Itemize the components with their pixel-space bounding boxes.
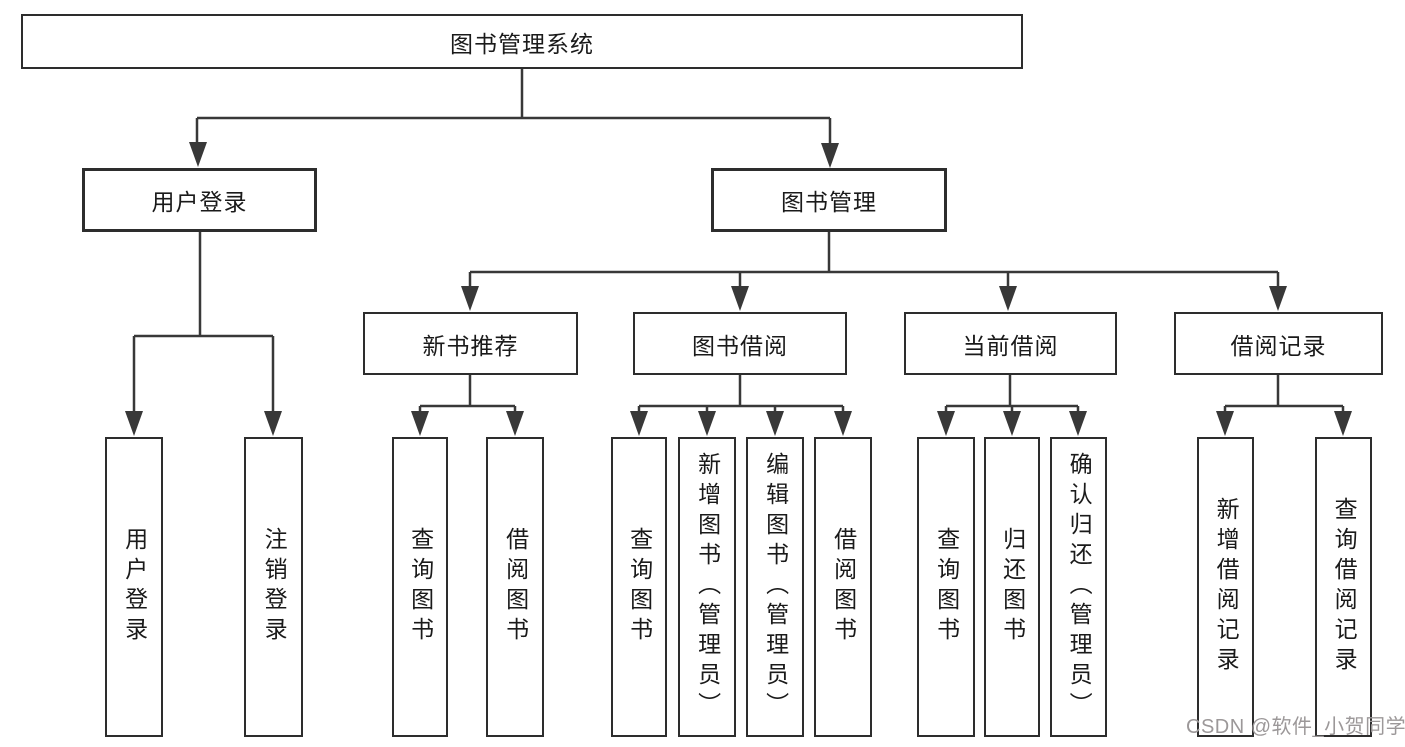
- leaf-current-query-books-label: 查询图书: [933, 527, 960, 647]
- leaf-newbook-borrow-books: 借阅图书: [486, 437, 544, 737]
- node-root-label: 图书管理系统: [450, 30, 594, 57]
- node-borrow-records-label: 借阅记录: [1230, 332, 1327, 359]
- leaf-records-query-record: 查询借阅记录: [1315, 437, 1372, 737]
- node-user-login-label: 用户登录: [151, 189, 248, 215]
- leaf-records-query-record-label: 查询借阅记录: [1331, 497, 1358, 677]
- leaf-current-confirm-return-label: 确认归还（管理员）: [1066, 452, 1093, 722]
- leaf-newbook-query-books: 查询图书: [392, 437, 448, 737]
- leaf-records-add-record-label: 新增借阅记录: [1213, 497, 1240, 677]
- leaf-user-login-label: 用户登录: [121, 527, 148, 647]
- leaf-borrow-add-books-label: 新增图书（管理员）: [694, 452, 721, 722]
- connector-borrow-records-children: [1223, 375, 1345, 421]
- leaf-borrow-borrow-books-label: 借阅图书: [830, 527, 857, 647]
- node-book-mgmt: 图书管理: [711, 168, 947, 232]
- connector-new-book-rec-children: [418, 375, 517, 421]
- node-root: 图书管理系统: [21, 14, 1023, 69]
- node-book-borrow: 图书借阅: [633, 312, 847, 375]
- leaf-borrow-borrow-books: 借阅图书: [814, 437, 872, 737]
- leaf-newbook-query-books-label: 查询图书: [407, 527, 434, 647]
- leaf-current-query-books: 查询图书: [917, 437, 975, 737]
- leaf-user-login: 用户登录: [105, 437, 163, 737]
- connector-user-login-children: [132, 232, 275, 420]
- csdn-watermark: CSDN @软件_小贺同学: [1186, 716, 1405, 738]
- leaf-current-return-books: 归还图书: [984, 437, 1040, 737]
- leaf-logout-label: 注销登录: [261, 527, 288, 647]
- leaf-current-confirm-return: 确认归还（管理员）: [1050, 437, 1107, 737]
- leaf-borrow-query-books-label: 查询图书: [626, 527, 653, 647]
- leaf-borrow-edit-books-label: 编辑图书（管理员）: [762, 452, 789, 722]
- leaf-newbook-borrow-books-label: 借阅图书: [502, 527, 529, 647]
- leaf-borrow-add-books: 新增图书（管理员）: [678, 437, 736, 737]
- node-user-login: 用户登录: [82, 168, 317, 232]
- node-new-book-rec: 新书推荐: [363, 312, 578, 375]
- node-borrow-records: 借阅记录: [1174, 312, 1383, 375]
- leaf-records-add-record: 新增借阅记录: [1197, 437, 1254, 737]
- leaf-logout: 注销登录: [244, 437, 303, 737]
- connector-book-borrow-children: [637, 375, 845, 421]
- node-current-borrow-label: 当前借阅: [962, 332, 1059, 359]
- connector-root-to-level2: [195, 69, 832, 150]
- leaf-current-return-books-label: 归还图书: [999, 527, 1026, 647]
- arrowheads: [125, 142, 1352, 436]
- node-book-borrow-label: 图书借阅: [692, 332, 788, 359]
- node-new-book-rec-label: 新书推荐: [422, 332, 519, 359]
- leaf-borrow-query-books: 查询图书: [611, 437, 667, 737]
- node-book-mgmt-label: 图书管理: [781, 189, 877, 215]
- leaf-borrow-edit-books: 编辑图书（管理员）: [746, 437, 804, 737]
- connector-book-mgmt-sections: [468, 232, 1280, 295]
- node-current-borrow: 当前借阅: [904, 312, 1117, 375]
